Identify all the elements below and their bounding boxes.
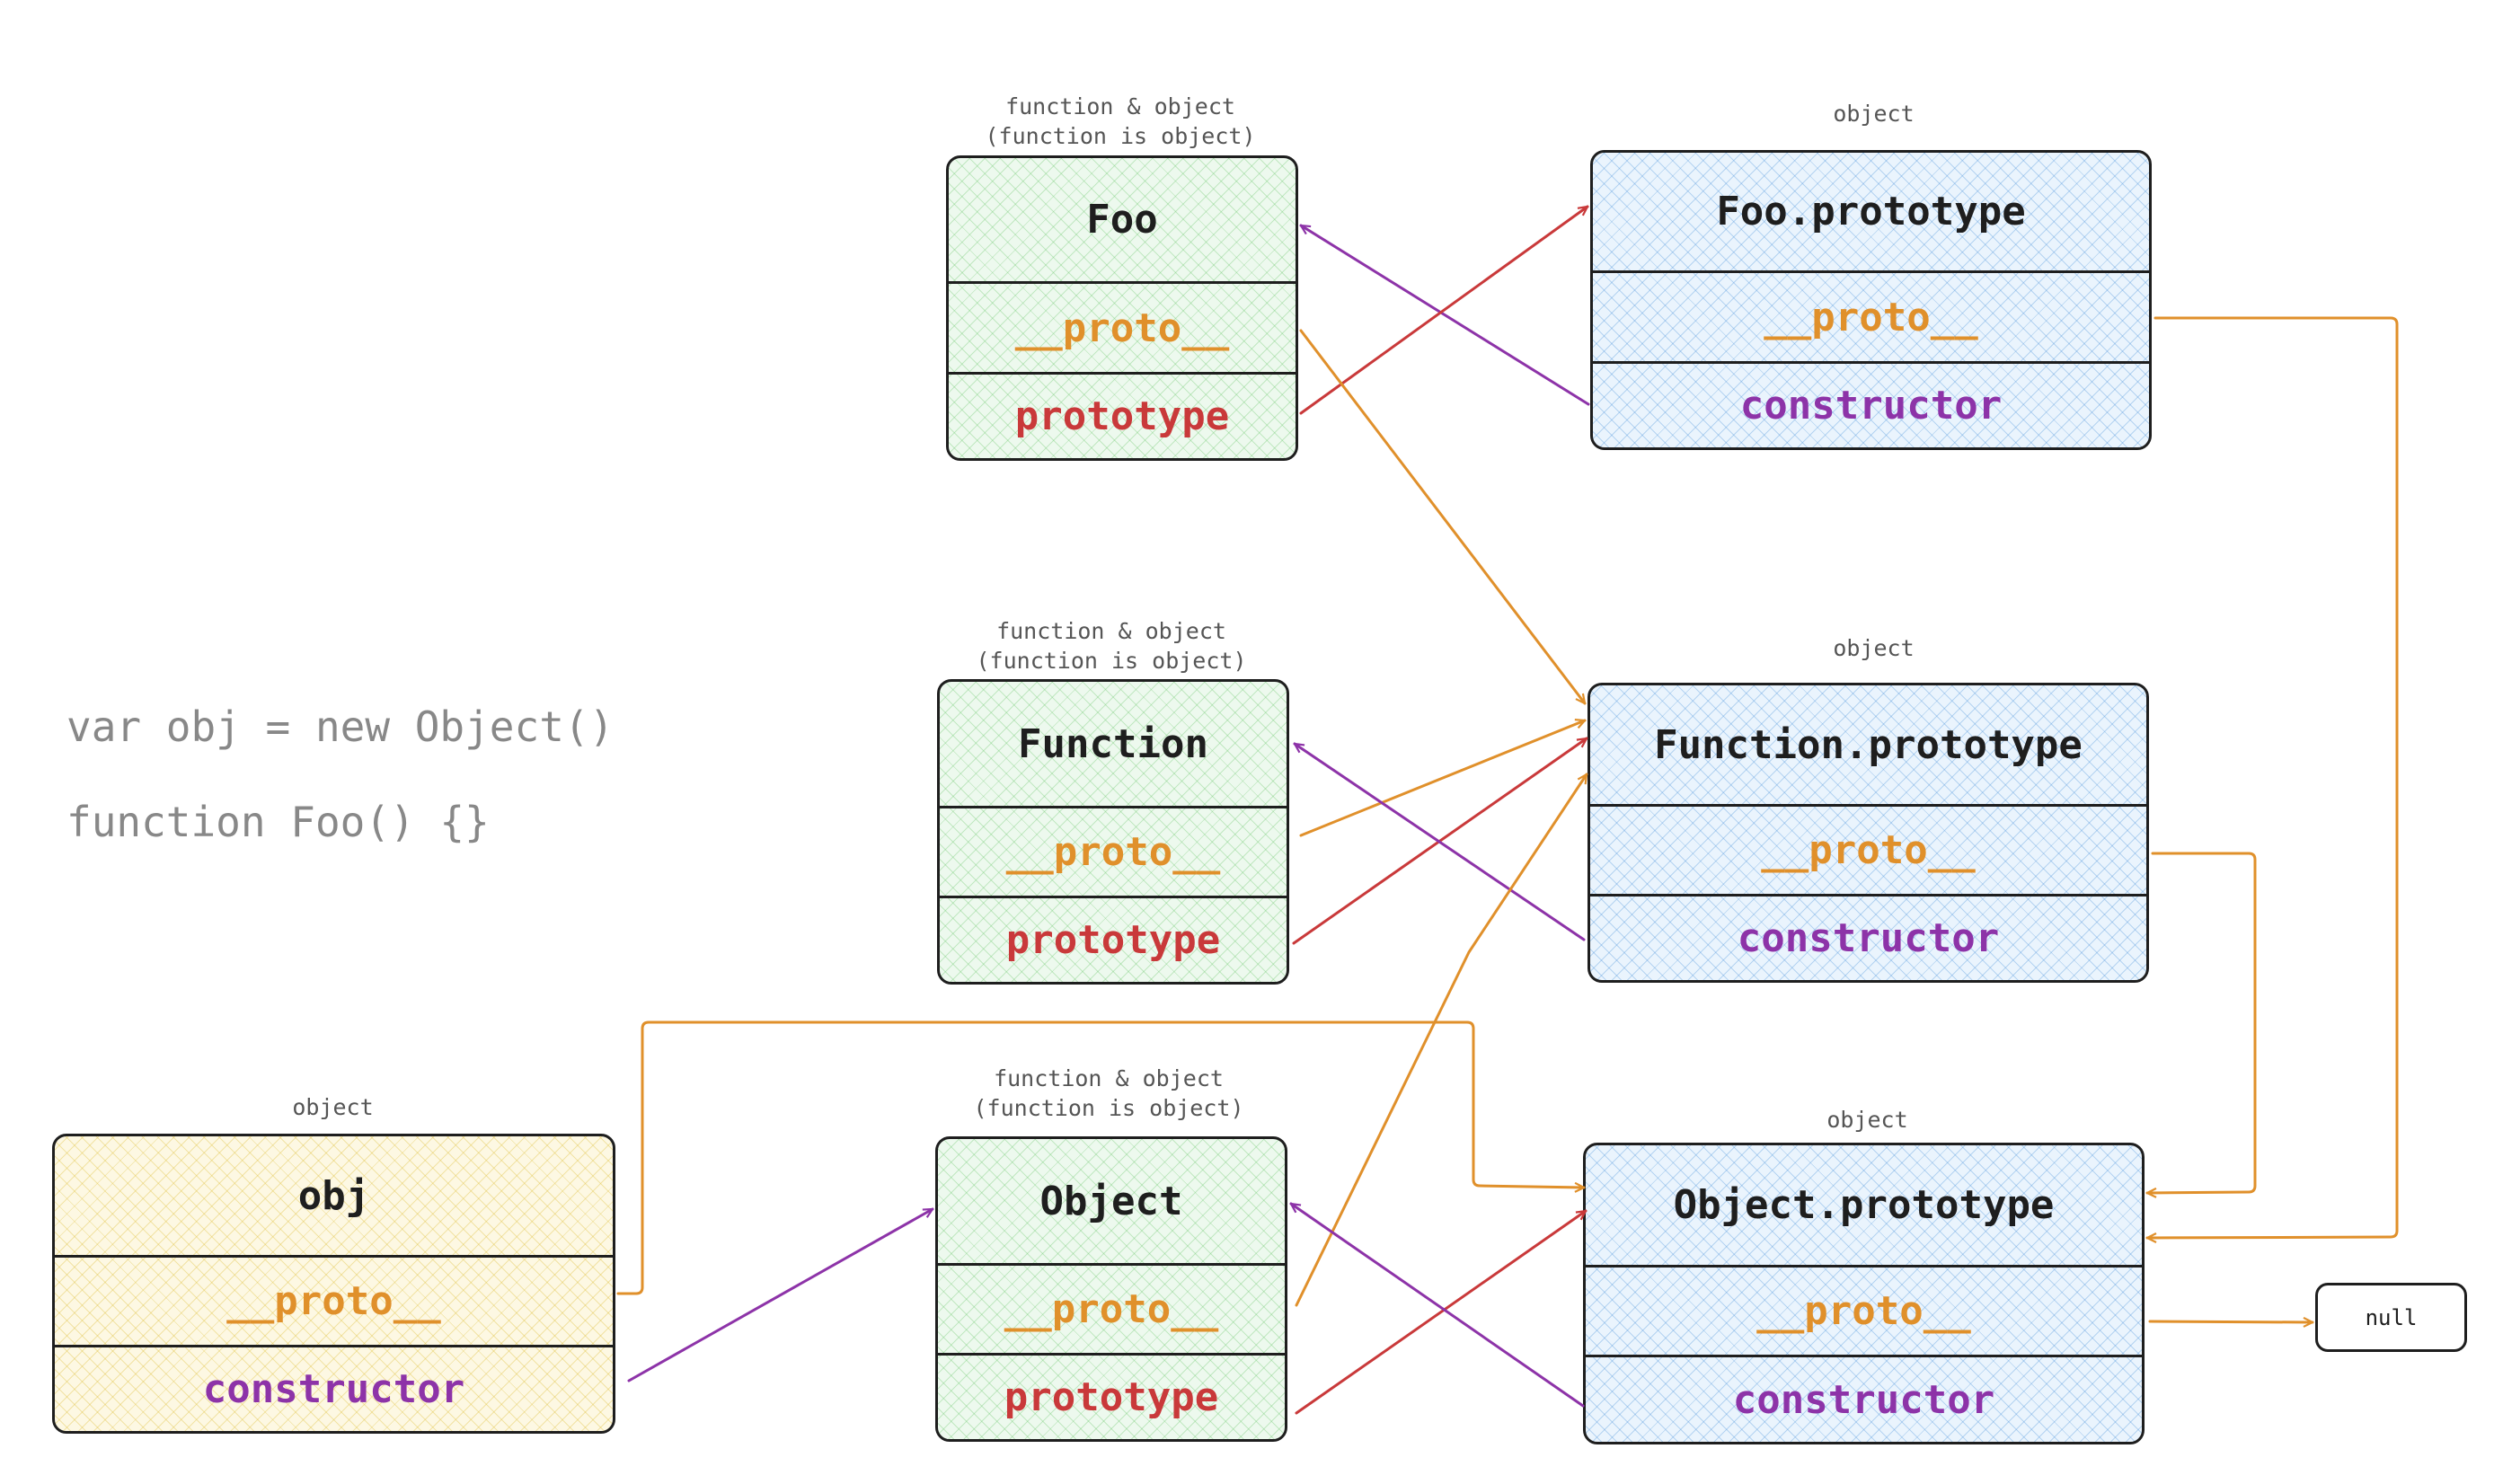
arrow-foo-prototype-proto-to-object-prototype bbox=[2145, 316, 2399, 1238]
arrow-obj-constructor-to-object bbox=[627, 1207, 933, 1382]
code-line-1: var obj = new Object() bbox=[66, 702, 615, 751]
foo-box[interactable]: Foo __proto__ prototype bbox=[946, 155, 1298, 461]
arrow-object-prototype-proto-to-null bbox=[2148, 1321, 2314, 1322]
foo-prototype-field: prototype bbox=[949, 372, 1296, 458]
object-title: Object bbox=[1039, 1178, 1183, 1224]
foo-title: Foo bbox=[1086, 197, 1158, 243]
object-prototype-proto-field: __proto__ bbox=[1586, 1265, 2142, 1355]
function-prototype-proto-field: __proto__ bbox=[1590, 804, 2146, 894]
arrow-obj-proto-to-object-prototype bbox=[616, 1020, 1586, 1295]
obj-proto-field: __proto__ bbox=[55, 1255, 613, 1345]
foo-prototype-constructor-field: constructor bbox=[1593, 361, 2149, 447]
null-box[interactable]: null bbox=[2315, 1283, 2467, 1352]
foo-prototype-caption: object bbox=[1833, 101, 1915, 127]
arrow-object-prototype-to-object bbox=[1291, 1202, 1585, 1408]
obj-box[interactable]: obj __proto__ constructor bbox=[52, 1134, 615, 1434]
function-prototype-constructor-field: constructor bbox=[1590, 894, 2146, 980]
function-proto-field: __proto__ bbox=[940, 806, 1287, 896]
foo-prototype-title: Foo.prototype bbox=[1716, 189, 2026, 234]
object-prototype-caption: object bbox=[1826, 1107, 1908, 1133]
function-prototype-caption: object bbox=[1833, 635, 1915, 661]
arrow-foo-to-foo-prototype bbox=[1299, 205, 1587, 415]
function-prototype-box[interactable]: Function.prototype __proto__ constructor bbox=[1587, 683, 2149, 983]
arrow-foo-proto-to-function-prototype bbox=[1299, 329, 1587, 703]
function-title: Function bbox=[1018, 720, 1208, 767]
object-prototype-field: prototype bbox=[938, 1353, 1285, 1439]
function-prototype-field: prototype bbox=[940, 896, 1287, 982]
arrow-function-proto-to-function-prototype bbox=[1299, 720, 1585, 837]
foo-prototype-box[interactable]: Foo.prototype __proto__ constructor bbox=[1590, 150, 2152, 450]
arrow-function-prototype-proto-to-object-prototype bbox=[2145, 852, 2257, 1193]
function-box[interactable]: Function __proto__ prototype bbox=[937, 679, 1289, 985]
foo-caption: function & object (function is object) bbox=[985, 93, 1256, 149]
obj-caption: object bbox=[292, 1094, 374, 1120]
object-prototype-box[interactable]: Object.prototype __proto__ constructor bbox=[1583, 1143, 2145, 1444]
arrow-function-prototype-to-function bbox=[1295, 742, 1586, 941]
object-prototype-title: Object.prototype bbox=[1673, 1182, 2055, 1228]
arrow-object-proto-to-function-prototype bbox=[1295, 774, 1588, 1307]
object-box[interactable]: Object __proto__ prototype bbox=[935, 1136, 1287, 1442]
null-label: null bbox=[2365, 1304, 2418, 1330]
arrow-object-to-object-prototype bbox=[1295, 1209, 1586, 1415]
function-caption: function & object (function is object) bbox=[976, 618, 1247, 674]
code-line-2: function Foo() {} bbox=[66, 798, 490, 846]
foo-proto-field: __proto__ bbox=[949, 281, 1296, 372]
object-prototype-constructor-field: constructor bbox=[1586, 1355, 2142, 1442]
object-caption: function & object (function is object) bbox=[973, 1065, 1244, 1121]
foo-prototype-proto-field: __proto__ bbox=[1593, 270, 2149, 361]
arrow-foo-prototype-to-foo bbox=[1301, 224, 1590, 406]
obj-constructor-field: constructor bbox=[55, 1345, 613, 1431]
obj-title: obj bbox=[297, 1172, 370, 1219]
function-prototype-title: Function.prototype bbox=[1654, 721, 2083, 768]
object-proto-field: __proto__ bbox=[938, 1263, 1285, 1353]
